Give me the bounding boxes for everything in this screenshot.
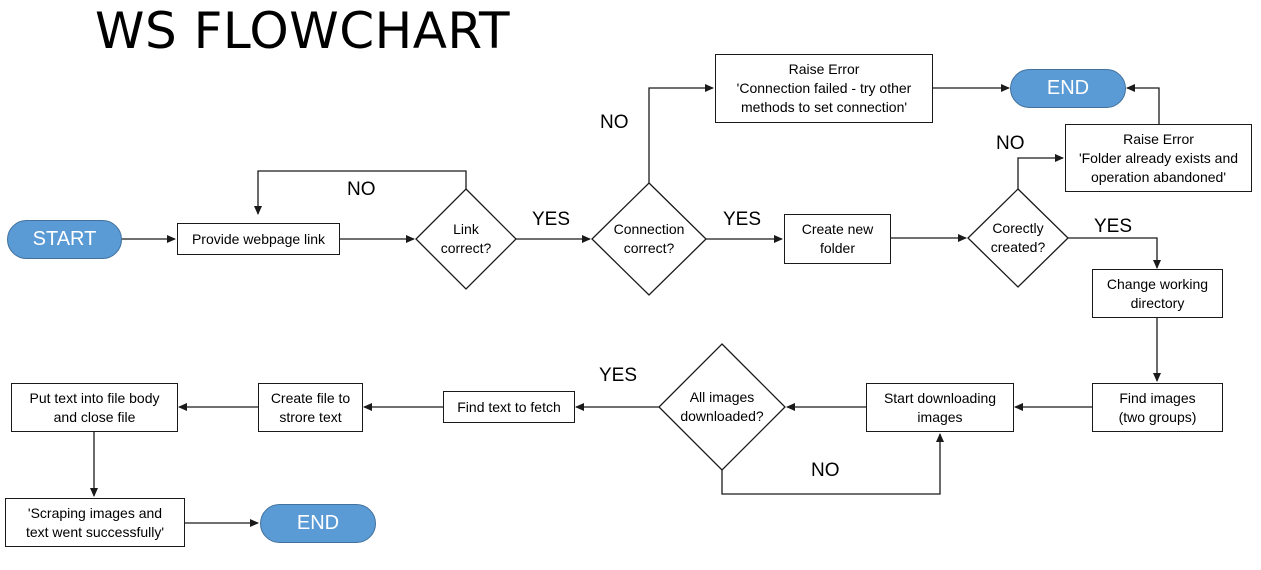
edge-label-created-yes: YES <box>1094 216 1133 237</box>
edge-label-conn-yes: YES <box>723 209 762 230</box>
start-downloading-process: Start downloading images <box>866 383 1014 432</box>
edge-label-downloaded-no: NO <box>811 460 840 481</box>
find-images-process: Find images (two groups) <box>1092 383 1223 432</box>
edge-label-link-yes: YES <box>532 209 571 230</box>
raise-error-folder: Raise Error 'Folder already exists and o… <box>1065 124 1252 192</box>
change-directory-process: Change working directory <box>1092 269 1223 318</box>
edge-created-yes <box>1068 237 1161 269</box>
end-terminal-top: END <box>1010 69 1126 108</box>
provide-link-process: Provide webpage link <box>177 223 340 255</box>
edge-label-link-no: NO <box>347 179 376 200</box>
all-downloaded-label: All images downloaded? <box>680 389 764 424</box>
edge-label-downloaded-yes: YES <box>599 365 638 386</box>
edge-error2-to-end <box>1126 84 1160 124</box>
correctly-created-label: Corectly created? <box>990 220 1046 255</box>
correctly-created-diamond <box>967 188 1069 288</box>
start-terminal: START <box>7 220 122 259</box>
edge-label-created-no: NO <box>996 133 1025 154</box>
edge-conn-no <box>648 84 714 183</box>
edge-downloaded-no <box>721 433 944 495</box>
connection-correct-diamond <box>591 182 707 296</box>
edge-label-conn-no: NO <box>600 112 629 133</box>
page-title: WS FLOWCHART <box>95 2 511 60</box>
create-file-process: Create file to strore text <box>258 383 363 432</box>
connection-correct-label: Connection correct? <box>613 221 685 256</box>
raise-error-connection: Raise Error 'Connection failed - try oth… <box>715 54 933 123</box>
end-terminal-bottom: END <box>260 504 376 543</box>
find-text-process: Find text to fetch <box>443 391 575 423</box>
edge-created-no <box>1017 154 1064 189</box>
put-text-process: Put text into file body and close file <box>11 383 178 432</box>
create-folder-process: Create new folder <box>784 214 891 264</box>
edge-link-no <box>254 170 467 215</box>
link-correct-label: Link correct? <box>440 221 492 256</box>
link-correct-diamond <box>415 188 517 290</box>
success-message: 'Scraping images and text went successfu… <box>5 498 185 547</box>
